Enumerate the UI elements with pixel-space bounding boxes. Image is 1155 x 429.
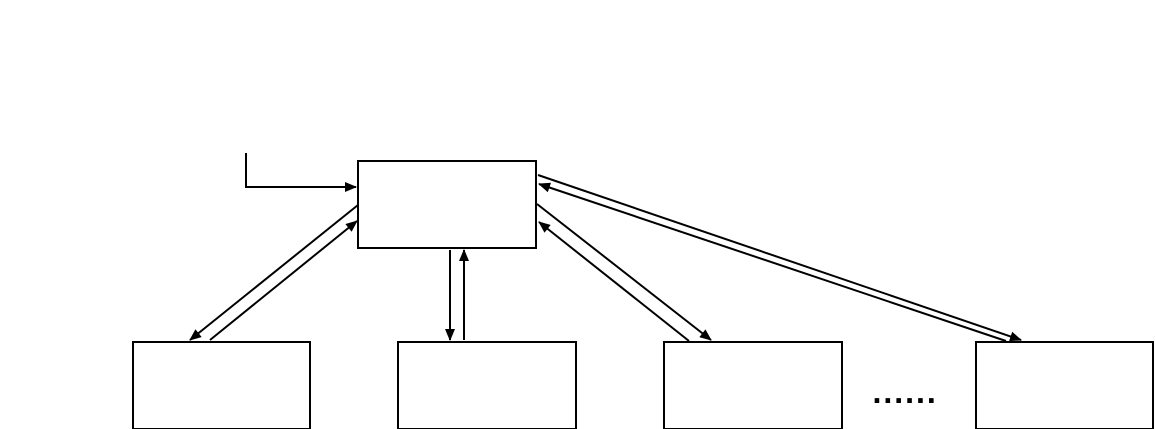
input-arrow: [245, 153, 357, 192]
more-nodes-ellipsis: ......: [872, 380, 938, 410]
arrow-center-to-child-n: [537, 174, 1022, 342]
arrow-child-3-to-center: [538, 221, 690, 342]
child-node-1: [132, 341, 311, 429]
child-node-3: [663, 341, 843, 429]
child-node-2: [397, 341, 577, 429]
center-node: [357, 160, 537, 249]
arrow-center-to-child-3: [536, 203, 712, 341]
arrow-child-n-to-center: [538, 182, 1007, 342]
child-node-n: [975, 341, 1154, 429]
arrow-center-to-child-1: [189, 204, 359, 341]
arrow-child-1-to-center: [209, 220, 358, 341]
